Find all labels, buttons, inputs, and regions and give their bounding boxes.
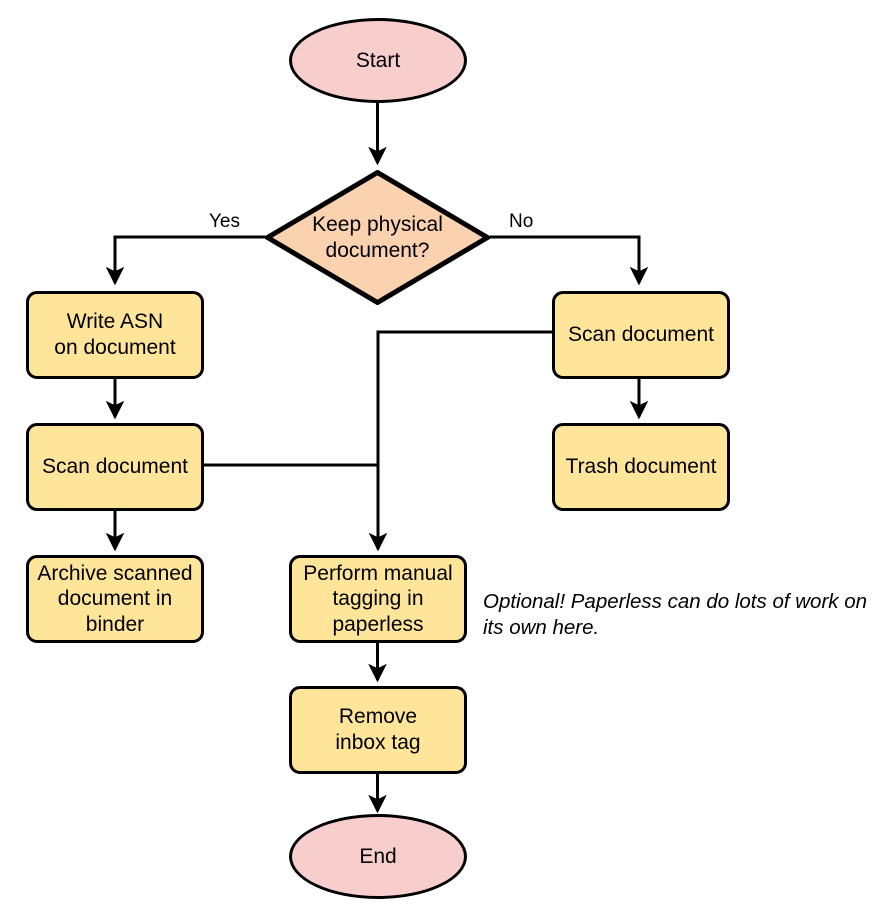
node-scan-document-right-label: Scan document	[568, 323, 714, 347]
node-perform-manual-tagging[interactable]: Perform manual tagging in paperless	[289, 555, 467, 643]
edge-scan-right-to-tagging	[368, 330, 552, 552]
node-write-asn-on-document[interactable]: Write ASN on document	[26, 291, 204, 379]
node-archive-scanned-document[interactable]: Archive scanned document in binder	[26, 555, 204, 643]
diamond-shape	[265, 170, 490, 305]
edge-decision-no-to-scan-right	[490, 235, 649, 286]
edge-label-no: No	[509, 211, 534, 232]
node-trash-document[interactable]: Trash document	[552, 423, 730, 511]
node-end-label: End	[359, 844, 397, 868]
node-scan-document-right[interactable]: Scan document	[552, 291, 730, 379]
node-trash-document-label: Trash document	[565, 455, 717, 479]
node-scan-document-left[interactable]: Scan document	[26, 423, 204, 511]
node-start-label: Start	[355, 48, 401, 72]
node-start[interactable]: Start	[289, 18, 467, 103]
edge-label-yes: Yes	[209, 211, 240, 232]
node-archive-label: Archive scanned document in binder	[37, 561, 193, 636]
node-write-asn-label: Write ASN on document	[54, 310, 176, 359]
node-decision-keep-physical-document[interactable]: Keep physical document?	[265, 170, 490, 305]
node-end[interactable]: End	[289, 814, 467, 899]
node-remove-inbox-label: Remove inbox tag	[335, 705, 421, 754]
node-decision-label: Keep physical document?	[312, 212, 443, 262]
node-scan-document-left-label: Scan document	[42, 455, 188, 479]
node-remove-inbox-tag[interactable]: Remove inbox tag	[289, 686, 467, 774]
edge-decision-yes-to-write-asn	[105, 235, 265, 286]
node-tagging-label: Perform manual tagging in paperless	[303, 561, 453, 636]
annotation-optional-note: Optional! Paperless can do lots of work …	[483, 590, 868, 640]
